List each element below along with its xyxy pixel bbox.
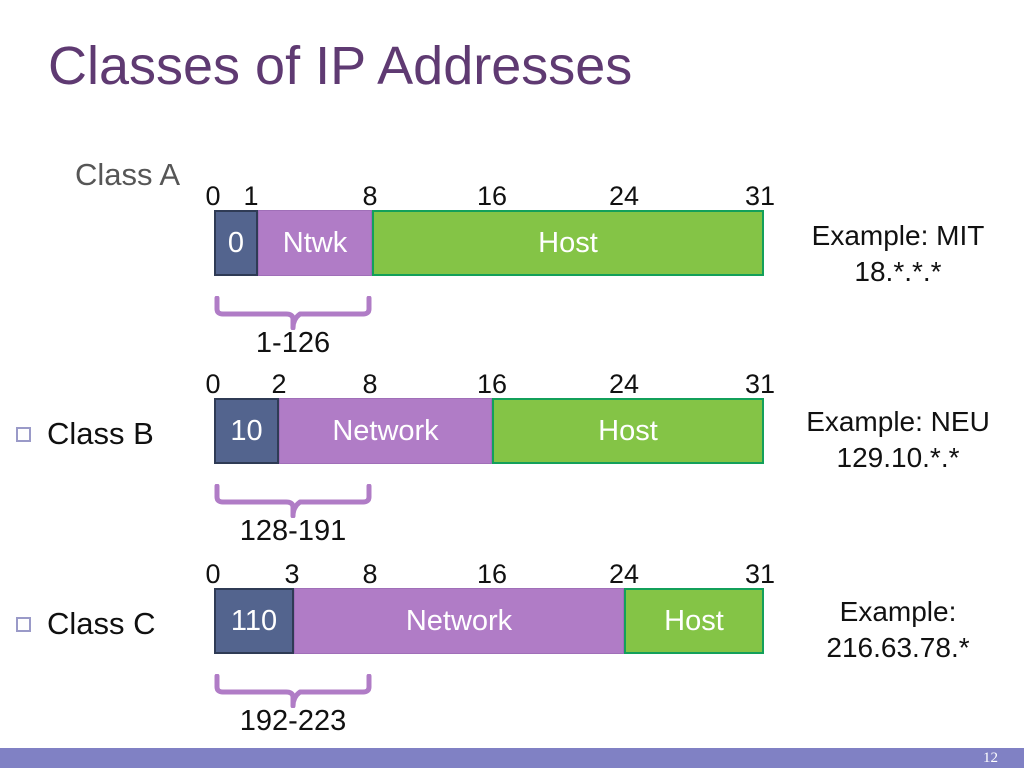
address-bar-class-c: 110 Network Host <box>0 588 1024 654</box>
network-segment: Ntwk <box>258 210 372 276</box>
address-row-class-a: 0 1 8 16 24 31 0 Ntwk Host <box>0 182 1024 276</box>
bit-tick: 8 <box>362 369 378 399</box>
bit-tick: 31 <box>744 181 776 211</box>
example-title: Example: <box>839 596 957 627</box>
bit-tick: 24 <box>608 369 640 399</box>
address-bar-class-a: 0 Ntwk Host <box>0 210 1024 276</box>
bit-tick: 8 <box>362 181 378 211</box>
bit-tick: 2 <box>271 369 287 399</box>
example-class-a: Example: MIT 18.*.*.* <box>778 218 1018 290</box>
address-bar-class-b: 10 Network Host <box>0 398 1024 464</box>
bit-tick: 16 <box>476 559 508 589</box>
bit-ruler-class-a: 0 1 8 16 24 31 <box>0 182 1024 210</box>
bit-tick: 24 <box>608 559 640 589</box>
page-title: Classes of IP Addresses <box>48 36 633 96</box>
bit-tick: 16 <box>476 181 508 211</box>
prefix-segment: 0 <box>214 210 258 276</box>
class-label-b-text: Class B <box>47 416 154 451</box>
range-brace-label: 128-191 <box>239 515 347 547</box>
range-brace-class-a: 1-126 <box>214 296 372 359</box>
bit-tick: 0 <box>205 369 221 399</box>
example-address: 129.10.*.* <box>836 442 960 473</box>
footer-bar <box>0 748 1024 768</box>
range-brace-class-c: 192-223 <box>214 674 372 737</box>
bit-ruler-class-c: 0 3 8 16 24 31 <box>0 560 1024 588</box>
bit-tick: 0 <box>205 181 221 211</box>
address-row-class-b: 0 2 8 16 24 31 10 Network Host <box>0 370 1024 464</box>
example-class-b: Example: NEU 129.10.*.* <box>778 404 1018 476</box>
bit-tick: 1 <box>243 181 259 211</box>
class-label-a: Class A <box>44 158 180 192</box>
host-segment: Host <box>372 210 764 276</box>
range-brace-label: 192-223 <box>239 705 347 737</box>
host-segment: Host <box>624 588 764 654</box>
network-segment: Network <box>279 398 492 464</box>
page-number: 12 <box>983 750 998 766</box>
class-label-c-text: Class C <box>47 606 156 641</box>
bullet-square-icon <box>16 616 31 632</box>
host-segment: Host <box>492 398 764 464</box>
bit-tick: 3 <box>284 559 300 589</box>
bullet-square-icon <box>16 426 31 442</box>
example-address: 216.63.78.* <box>826 632 970 663</box>
bit-ruler-class-b: 0 2 8 16 24 31 <box>0 370 1024 398</box>
example-title: Example: MIT <box>811 220 985 251</box>
bit-tick: 31 <box>744 369 776 399</box>
bit-tick: 24 <box>608 181 640 211</box>
network-segment: Network <box>294 588 624 654</box>
bit-tick: 0 <box>205 559 221 589</box>
range-brace-label: 1-126 <box>255 327 331 359</box>
example-class-c: Example: 216.63.78.* <box>778 594 1018 666</box>
prefix-segment: 10 <box>214 398 279 464</box>
class-label-b: Class B <box>16 417 154 451</box>
example-title: Example: NEU <box>806 406 990 437</box>
bit-tick: 16 <box>476 369 508 399</box>
curly-brace-icon <box>214 484 372 518</box>
address-row-class-c: 0 3 8 16 24 31 110 Network Host <box>0 560 1024 654</box>
example-address: 18.*.*.* <box>854 256 942 287</box>
range-brace-class-b: 128-191 <box>214 484 372 547</box>
bit-tick: 31 <box>744 559 776 589</box>
curly-brace-icon <box>214 296 372 330</box>
bit-tick: 8 <box>362 559 378 589</box>
prefix-segment: 110 <box>214 588 294 654</box>
curly-brace-icon <box>214 674 372 708</box>
class-label-a-text: Class A <box>75 157 181 192</box>
class-label-c: Class C <box>16 607 156 641</box>
